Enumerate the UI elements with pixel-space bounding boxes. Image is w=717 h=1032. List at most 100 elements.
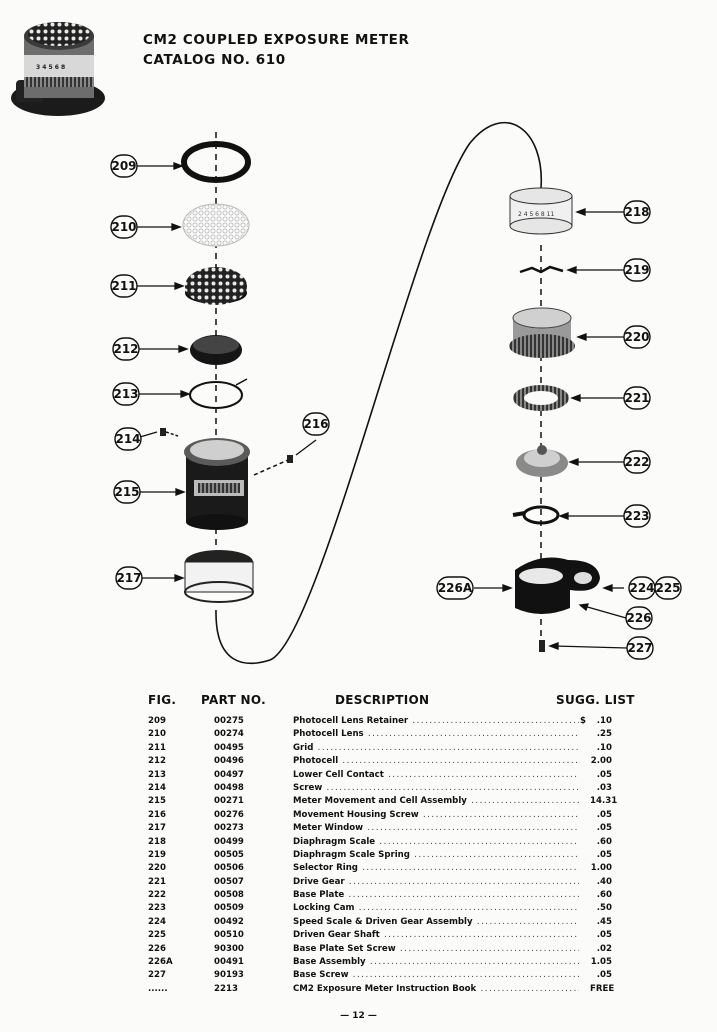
part-209-retainer-ring: [181, 141, 251, 183]
price-cell: 2.00: [590, 756, 612, 767]
page-title: CM2 COUPLED EXPOSURE METER CATALOG NO. 6…: [143, 30, 410, 70]
svg-text:224: 224: [629, 581, 654, 595]
dot-leader: ........................................…: [348, 876, 579, 887]
svg-text:218: 218: [624, 205, 649, 219]
fig-cell: 223: [148, 903, 166, 914]
dot-leader: ........................................…: [369, 957, 579, 968]
svg-text:211: 211: [111, 279, 136, 293]
dot-leader: ........................................…: [348, 890, 579, 901]
fig-cell: 213: [148, 769, 166, 780]
description-cell: Driven Gear Shaft ......................…: [293, 930, 579, 940]
description-cell: Photocell Lens .........................…: [293, 729, 579, 739]
part-no-cell: 00491: [214, 957, 244, 968]
svg-text:214: 214: [115, 432, 140, 446]
fig-cell: 225: [148, 930, 166, 941]
connection-curve: [215, 121, 542, 665]
description-cell: Selector Ring ..........................…: [293, 863, 579, 873]
description-cell: Base Assembly ..........................…: [293, 957, 579, 967]
description-text: Movement Housing Screw: [293, 809, 419, 820]
part-no-cell: 00271: [214, 796, 244, 807]
dot-leader: ........................................…: [412, 716, 579, 726]
part-no-cell: 90193: [214, 970, 244, 981]
description-text: Base Plate Set Screw: [293, 943, 396, 954]
description-text: Base Assembly: [293, 957, 366, 968]
fig-cell: 218: [148, 836, 166, 847]
table-row: ...... 2213 CM2 Exposure Meter Instruction…: [0, 984, 717, 997]
description-text: Drive Gear: [293, 876, 345, 887]
fig-cell: 226: [148, 943, 166, 954]
price-cell: .60: [596, 890, 612, 901]
callout-225: 225: [654, 576, 682, 600]
svg-text:226: 226: [626, 611, 651, 625]
fig-cell: 219: [148, 849, 166, 860]
title-line-2: CATALOG NO. 610: [143, 52, 286, 68]
part-211-grid: [185, 267, 247, 305]
part-no-cell: 00275: [214, 716, 244, 726]
description-text: Meter Window: [293, 823, 364, 834]
callout-223: 223: [623, 504, 651, 528]
fig-cell: 209: [148, 716, 166, 726]
callout-227: 227: [626, 636, 654, 660]
part-221-drive-gear: [513, 385, 569, 411]
currency-symbol: $: [580, 716, 586, 726]
part-217-meter-window: [184, 550, 254, 603]
header-sugg-list: SUGG. LIST: [556, 693, 635, 707]
callout-211: 211: [110, 274, 138, 298]
product-photo: 3 4 5 6 8: [11, 22, 105, 116]
description-cell: Grid ...................................…: [293, 743, 579, 753]
price-cell: .05: [596, 809, 612, 820]
description-cell: Drive Gear .............................…: [293, 877, 579, 887]
callout-214: 214: [114, 427, 142, 451]
part-216-screw: [253, 455, 293, 476]
price-cell: .10: [596, 716, 612, 726]
price-cell: 1.00: [590, 863, 612, 874]
callout-210: 210: [110, 215, 138, 239]
part-no-cell: 00276: [214, 809, 244, 820]
price-cell: .45: [596, 916, 612, 927]
table-row: 226 90300 Base Plate Set Screw ...........…: [0, 944, 717, 957]
part-no-cell: 2213: [214, 983, 238, 994]
fig-cell: 224: [148, 916, 166, 927]
fig-cell: 217: [148, 823, 166, 834]
price-cell: .40: [596, 876, 612, 887]
fig-cell: 222: [148, 890, 166, 901]
fig-cell: 210: [148, 729, 166, 740]
fig-cell: ......: [148, 983, 168, 994]
price-cell: .05: [596, 930, 612, 941]
part-no-cell: 90300: [214, 943, 244, 954]
part-226a-base-assembly: [515, 557, 600, 614]
description-text: Driven Gear Shaft: [293, 930, 380, 941]
dot-leader: ........................................…: [476, 916, 579, 927]
part-212-photocell: [190, 335, 242, 365]
description-text: CM2 Exposure Meter Instruction Book: [293, 983, 477, 994]
svg-text:215: 215: [114, 485, 139, 499]
svg-text:221: 221: [624, 391, 649, 405]
part-no-cell: 00507: [214, 876, 244, 887]
price-cell: .10: [596, 742, 612, 753]
dot-leader: ........................................…: [399, 943, 579, 954]
callout-216: 216: [302, 412, 330, 436]
svg-text:213: 213: [113, 387, 138, 401]
fig-cell: 214: [148, 782, 166, 793]
part-no-cell: 00505: [214, 849, 244, 860]
dot-leader: ........................................…: [388, 769, 579, 780]
dot-leader: ........................................…: [367, 729, 579, 740]
dot-leader: ........................................…: [422, 809, 579, 820]
description-text: Base Plate: [293, 890, 345, 901]
callout-212: 212: [112, 337, 140, 361]
svg-text:222: 222: [624, 455, 649, 469]
part-no-cell: 00497: [214, 769, 244, 780]
fig-cell: 226A: [148, 957, 173, 968]
svg-text:223: 223: [624, 509, 649, 523]
description-text: Photocell: [293, 756, 339, 767]
